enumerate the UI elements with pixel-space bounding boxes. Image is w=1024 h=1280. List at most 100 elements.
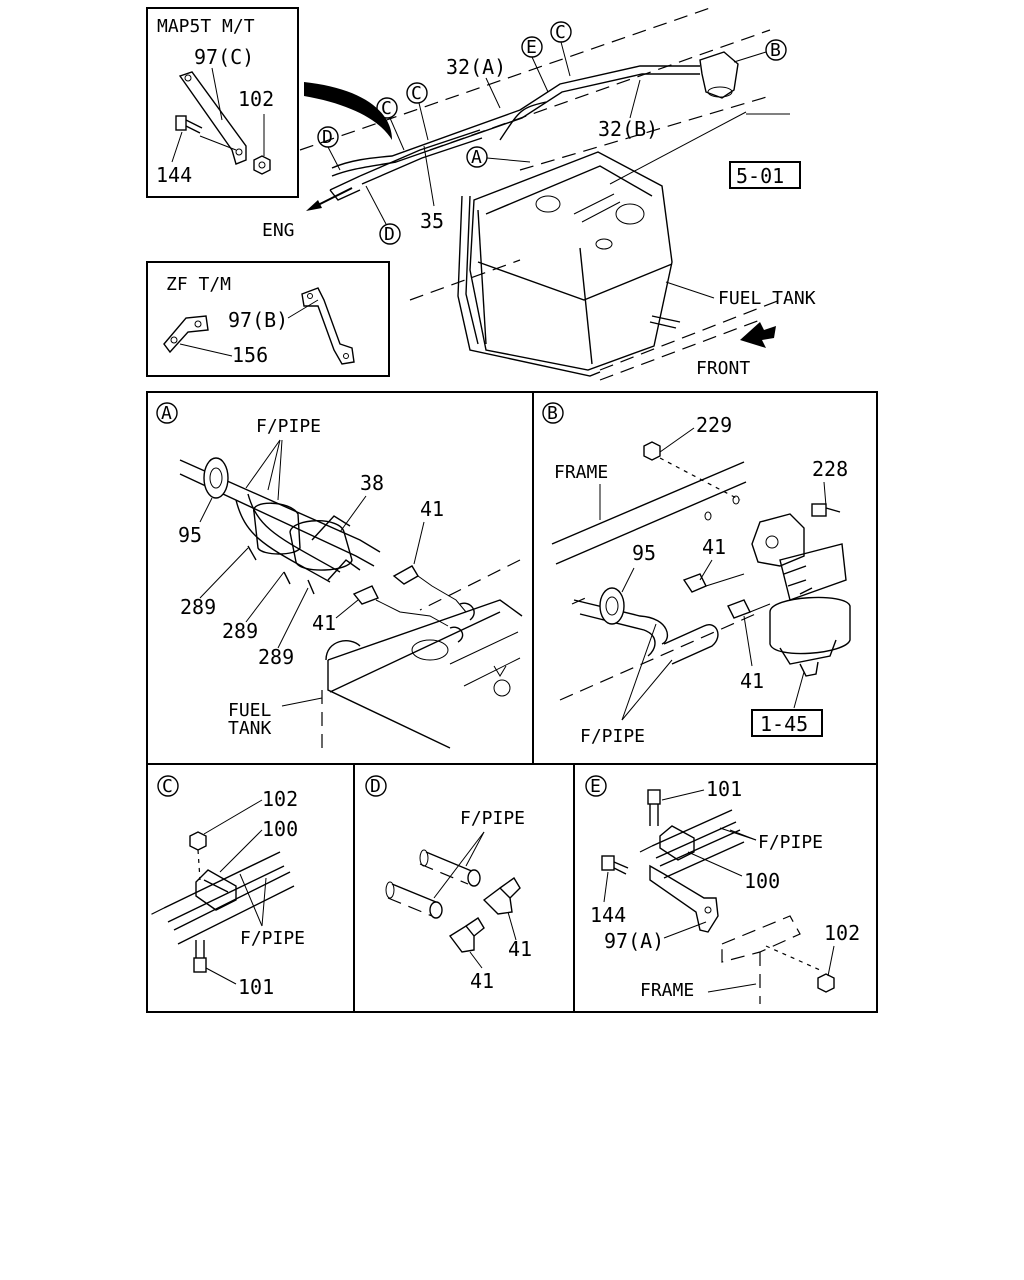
callout-32a: 32(A) [446,55,506,79]
detail-b-pipes-drawing [571,573,771,665]
detail-e-callout-100: 100 [744,869,780,893]
front-arrow-icon [740,322,776,348]
detail-e: E 101 F/PIPE 100 144 97(A) 102 FRAME [573,763,878,1013]
detail-e-callout-102: 102 [824,921,860,945]
detail-b-frame [532,391,878,765]
detail-a-frame [146,391,534,765]
detail-e-frame [573,763,878,1013]
detail-e-callout-101: 101 [706,777,742,801]
detail-d-callout-41-right: 41 [508,937,532,961]
svg-text:C: C [381,98,392,119]
detail-b-fpipe: F/PIPE [580,726,645,747]
fuel-tank-drawing [457,151,681,377]
bolt-228-icon [811,503,827,517]
bracket-97c-drawing [178,71,247,165]
ref-c-marker-1: C [550,21,572,43]
detail-b-callout-228: 228 [812,457,848,481]
detail-a-fpipe: F/PIPE [256,416,321,437]
inset-map5t: MAP5T M/T 97(C) 102 144 [146,7,299,198]
nut-102-icon [189,831,207,851]
ref-e-marker: E [521,36,543,58]
svg-text:C: C [411,83,422,104]
detail-d-callout-41-bottom: 41 [470,969,494,993]
detail-d-frame [353,763,575,1013]
detail-b-callout-95: 95 [632,541,656,565]
detail-a-callout-41-mid: 41 [312,611,336,635]
ref-c-marker-3: C [406,82,428,104]
ref-c-marker-2: C [376,97,398,119]
detail-e-frame-label: FRAME [640,980,694,1001]
detail-e-fpipe: F/PIPE [758,832,823,853]
svg-text:A: A [471,147,482,168]
nut-229-icon [643,441,661,461]
callout-97b: 97(B) [228,308,288,332]
inset-map5t-frame [146,7,299,198]
detail-a-callout-95: 95 [178,523,202,547]
callout-144-map5t: 144 [156,163,192,187]
detail-c-callout-100: 100 [262,817,298,841]
detail-b-part-ref: 1-45 [760,712,808,736]
pointer-arrow [304,82,392,140]
callout-32b: 32(B) [598,117,658,141]
detail-a-ref: A [161,403,172,424]
svg-text:B: B [770,40,781,61]
detail-a-pipes-drawing [179,457,521,643]
bolt-144-drawing [175,115,203,134]
callout-97c: 97(C) [194,45,254,69]
detail-a-callout-289-2: 289 [222,619,258,643]
detail-a-callout-289-1: 289 [180,595,216,619]
callout-156: 156 [232,343,268,367]
fuel-filter-drawing [699,51,739,99]
nut-102-drawing [253,155,271,175]
detail-b-filter-drawing [751,503,851,677]
inset-zf-title: ZF T/M [166,274,231,295]
bolt-101-icon [193,957,207,973]
detail-a-tank-drawing [281,599,523,749]
detail-d-ref: D [370,776,381,797]
part-ref-5-01: 5-01 [736,164,784,188]
svg-text:D: D [384,224,395,245]
nut-102-icon [817,973,835,993]
bolt-101-icon [647,789,661,805]
detail-c-callout-102: 102 [262,787,298,811]
detail-b: B 229 228 FRAME 95 41 41 F/PIPE 1-45 [532,391,878,765]
detail-a-tank-label: TANK [228,718,272,739]
ref-d-marker-2: D [379,223,401,245]
label-eng: ENG [262,220,295,241]
bolt-144-icon [601,855,615,871]
detail-d-fpipe: F/PIPE [460,808,525,829]
callout-102-map5t: 102 [238,87,274,111]
detail-b-callout-41-bottom: 41 [740,669,764,693]
bracket-97b-drawing [301,287,355,365]
inset-map5t-title: MAP5T M/T [157,16,255,37]
detail-e-callout-97a: 97(A) [604,929,664,953]
ref-b-marker: B [765,39,787,61]
detail-b-callout-41-top: 41 [702,535,726,559]
detail-d-drawing [385,849,521,953]
detail-b-part-ref-box [751,709,823,737]
detail-d: D F/PIPE 41 41 [353,763,575,1013]
label-front: FRONT [696,358,750,379]
detail-c-callout-101: 101 [238,975,274,999]
detail-c-fpipe: F/PIPE [240,928,305,949]
clip-41-bottom-icon [448,925,475,953]
main-overview: ENG C E [262,7,816,381]
callout-35: 35 [420,209,444,233]
inset-zf: ZF T/M 97(B) 156 [146,261,390,377]
detail-e-callout-144: 144 [590,903,626,927]
inset-zf-frame [146,261,390,377]
detail-b-frame-drawing [551,441,761,701]
detail-b-ref: B [547,403,558,424]
detail-c: C 102 100 F/PIPE 101 [146,763,355,1013]
svg-text:C: C [555,22,566,43]
ref-d-marker-1: D [317,126,339,148]
svg-text:D: D [322,127,333,148]
detail-c-ref: C [162,776,173,797]
detail-e-ref: E [590,776,601,797]
detail-c-drawing [149,831,295,973]
part-ref-5-01-box [729,161,801,189]
detail-a-callout-41-top: 41 [420,497,444,521]
clip-41-bottom-icon [727,599,751,619]
clip-41-right-icon [482,887,513,915]
